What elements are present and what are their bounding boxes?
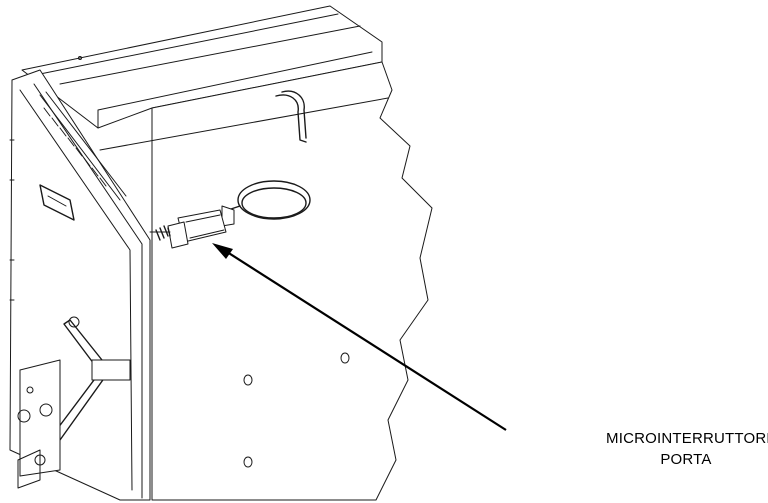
callout-label: MICROINTERRUTTORE PORTA (606, 428, 768, 470)
cabinet-body (21, 5, 433, 501)
callout-line-1: MICROINTERRUTTORE (606, 430, 768, 447)
callout-line-2: PORTA (660, 451, 712, 468)
callout-arrow (212, 243, 507, 431)
door-panel (9, 69, 151, 501)
door-microswitch (149, 180, 311, 249)
